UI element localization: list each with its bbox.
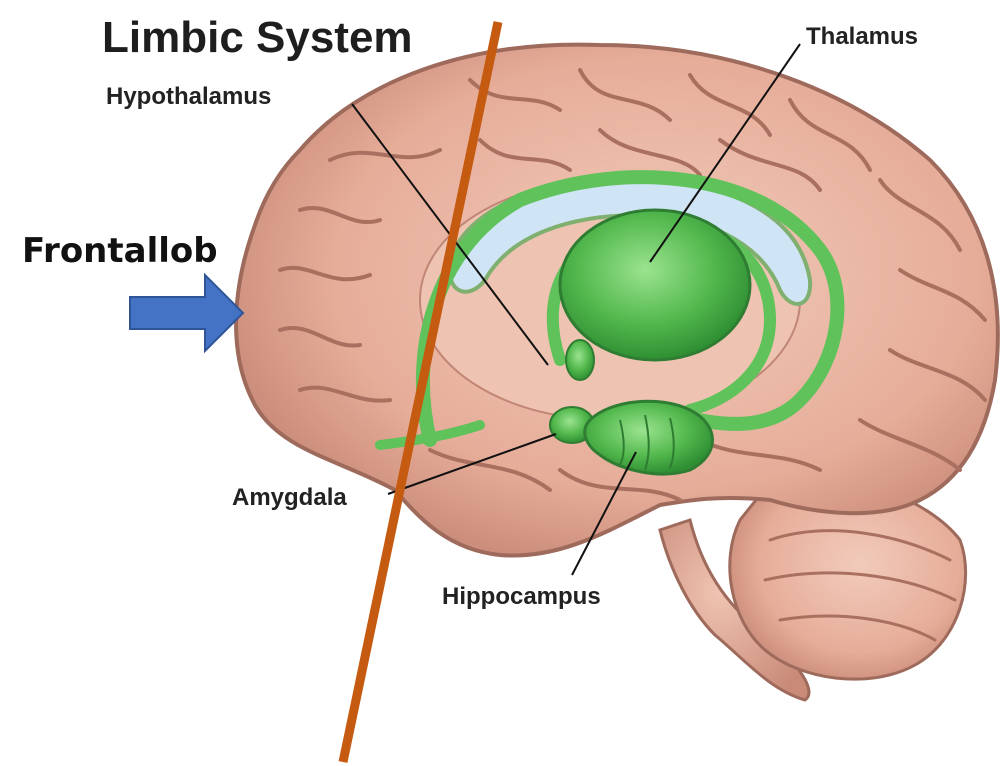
- hippocampus-label: Hippocampus: [442, 583, 601, 610]
- hypothalamus: [566, 340, 594, 380]
- diagram-title: Limbic System: [102, 13, 413, 62]
- amygdala-label: Amygdala: [232, 484, 347, 511]
- thalamus: [560, 210, 750, 360]
- thalamus-label: Thalamus: [806, 23, 918, 50]
- right-arrow-icon: [130, 275, 243, 351]
- frontal-lobe-label: Frontallob: [22, 231, 218, 271]
- hypothalamus-label: Hypothalamus: [106, 83, 271, 110]
